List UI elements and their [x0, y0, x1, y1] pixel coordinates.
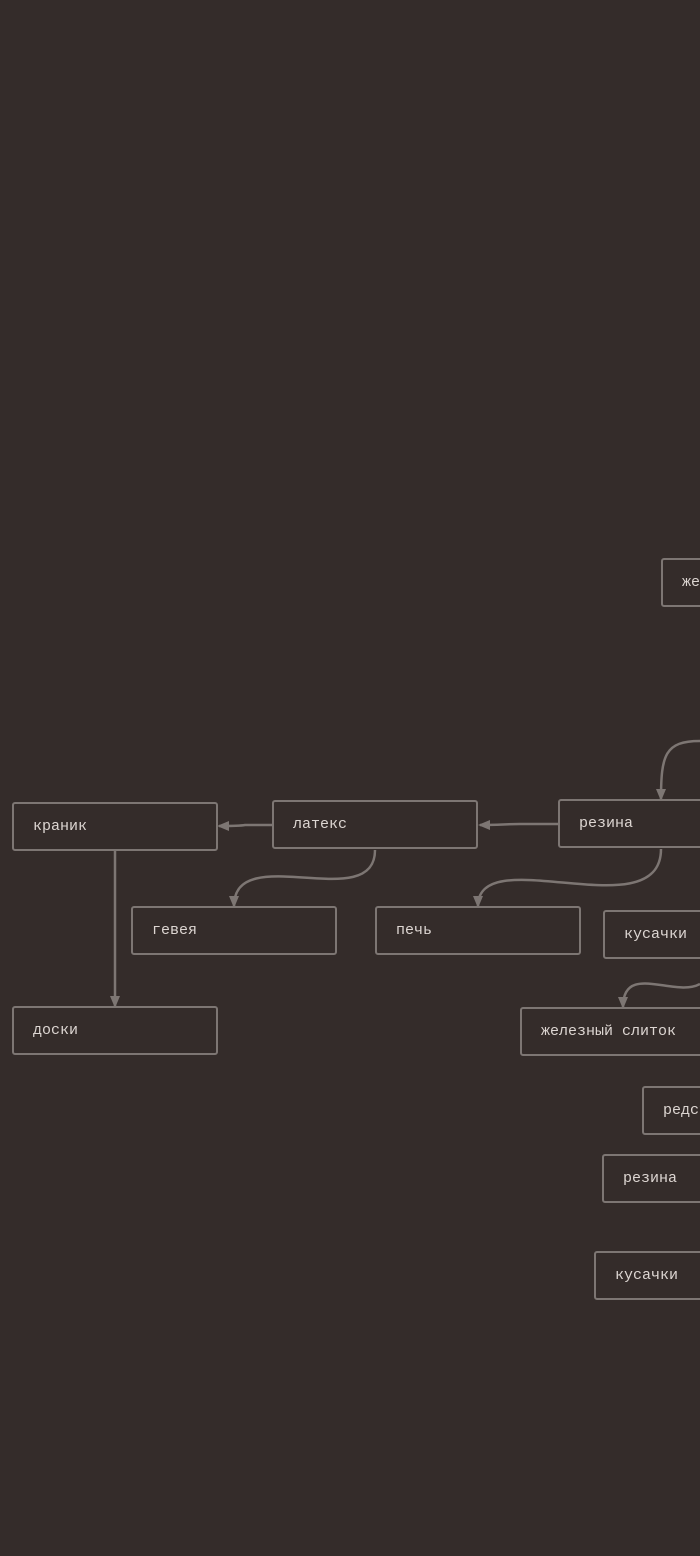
node-kranik[interactable]: краник — [12, 802, 218, 851]
node-geveya[interactable]: гевея — [131, 906, 337, 955]
edge-offscreen-to-rezina — [656, 739, 700, 801]
node-kusachki[interactable]: кусачки — [603, 910, 700, 959]
edge-rezina-to-pech — [473, 848, 663, 908]
node-rezina-lower[interactable]: резина — [602, 1154, 700, 1203]
node-doski[interactable]: доски — [12, 1006, 218, 1055]
node-pech[interactable]: печь — [375, 906, 581, 955]
node-rezina[interactable]: резина — [558, 799, 700, 848]
node-zheleznyi-slitok[interactable]: железный слиток — [520, 1007, 700, 1056]
edge-lateks-to-kranik — [217, 820, 272, 831]
node-redstone[interactable]: редстоун — [642, 1086, 700, 1135]
node-kusachki-lower[interactable]: кусачки — [594, 1251, 700, 1300]
node-zhelezo[interactable]: железо — [661, 558, 700, 607]
edge-lateks-to-geveya — [229, 849, 377, 908]
edge-rezina-to-lateks — [478, 819, 558, 830]
node-lateks[interactable]: латекс — [272, 800, 478, 849]
edge-offscreen-to-zheleznyi-slitok — [618, 982, 700, 1009]
